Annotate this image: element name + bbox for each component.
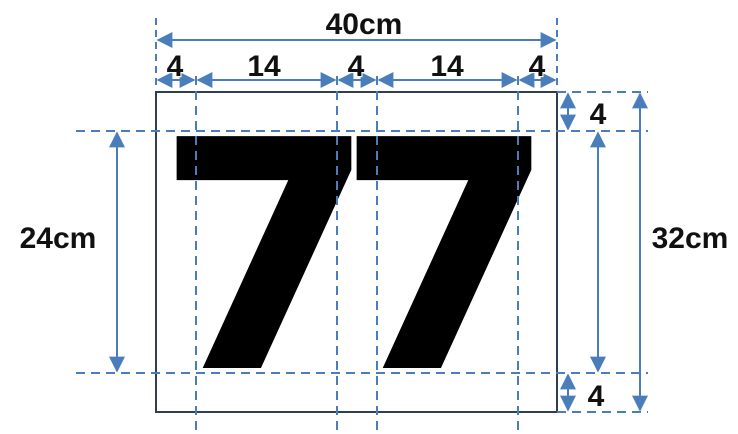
label-bottom-margin: 4 [588,380,605,413]
label-total-height: 32cm [652,222,729,255]
label-seg-2: 14 [247,50,281,83]
label-seg-4: 14 [430,50,464,83]
digit-right: 7 [335,73,556,434]
label-digit-height: 24cm [20,222,97,255]
label-seg-5: 4 [529,50,546,83]
label-total-width: 40cm [326,8,403,41]
label-seg-3: 4 [348,50,365,83]
label-seg-1: 4 [167,50,184,83]
label-top-margin: 4 [590,98,607,131]
plate-frame [155,91,558,413]
